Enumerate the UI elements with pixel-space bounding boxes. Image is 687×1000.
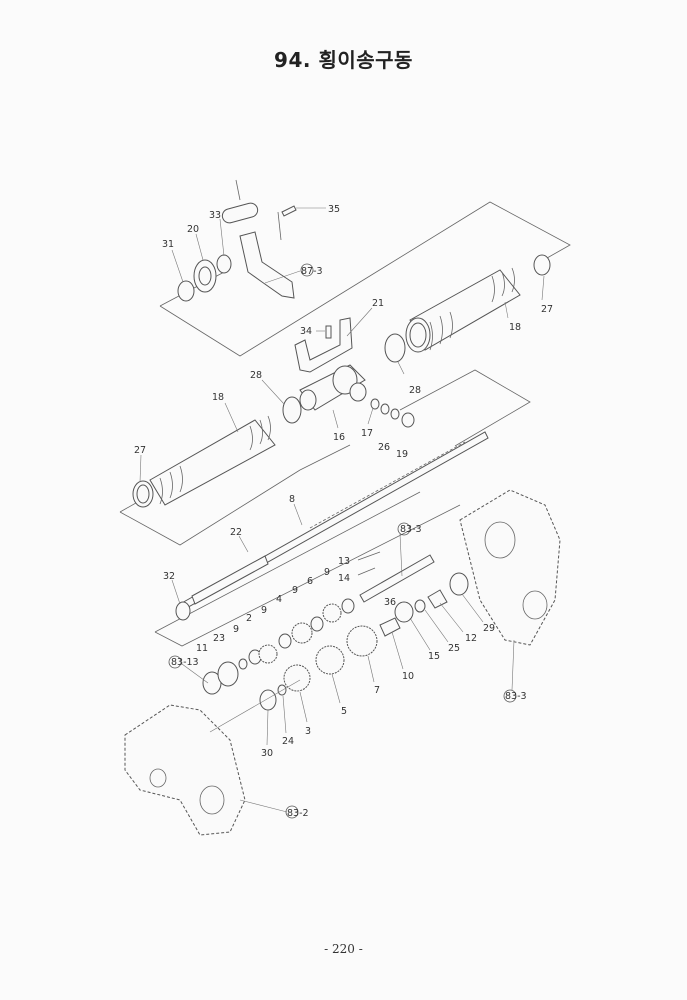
callout-13: 13	[338, 556, 350, 567]
bellows-boot-left	[132, 415, 276, 508]
callout-16: 16	[333, 432, 345, 443]
callout-34: 34	[300, 326, 312, 337]
callout-87-3: 87-3	[301, 266, 323, 277]
callout-8: 8	[289, 494, 295, 505]
callout-18: 18	[509, 322, 521, 333]
callout-83-3: 83-3	[400, 524, 422, 535]
callout-9: 9	[292, 585, 298, 596]
callout-36: 36	[384, 597, 396, 608]
callout-83-13: 83-13	[171, 657, 199, 668]
bellows-boot-right	[384, 254, 551, 363]
page-title: 94. 횡이송구동	[274, 48, 413, 72]
callout-32: 32	[163, 571, 175, 582]
callout-29: 29	[483, 623, 495, 634]
callout-2: 2	[246, 613, 252, 624]
callout-11: 11	[196, 643, 208, 654]
callout-27: 27	[541, 304, 553, 315]
callout-83-3: 83-3	[505, 691, 527, 702]
callout-17: 17	[361, 428, 373, 439]
callout-6: 6	[307, 576, 313, 587]
callout-27: 27	[134, 445, 146, 456]
callout-23: 23	[213, 633, 225, 644]
bracket-assembly	[177, 179, 314, 302]
callout-9: 9	[233, 624, 239, 635]
lead-screw-shaft	[175, 431, 489, 621]
reference-circles	[168, 522, 517, 819]
callout-14: 14	[338, 573, 350, 584]
callout-28: 28	[250, 370, 262, 381]
callout-12: 12	[465, 633, 477, 644]
callout-15: 15	[428, 651, 440, 662]
page-number: - 220 -	[324, 942, 363, 956]
yoke-and-housing	[282, 317, 415, 428]
callout-9: 9	[324, 567, 330, 578]
callout-10: 10	[402, 671, 414, 682]
callout-20: 20	[187, 224, 199, 235]
gear-train	[202, 551, 469, 711]
callout-30: 30	[261, 748, 273, 759]
callout-3: 3	[305, 726, 311, 737]
callout-33: 33	[209, 210, 221, 221]
part-number-labels: 35 33 20 31 87-3 27 18 21 34 28 18 28 16…	[134, 204, 553, 819]
leader-lines	[139, 207, 545, 813]
callout-18: 18	[212, 392, 224, 403]
callout-19: 19	[396, 449, 408, 460]
callout-25: 25	[448, 643, 460, 654]
callout-24: 24	[282, 736, 294, 747]
callout-22: 22	[230, 527, 242, 538]
callout-4: 4	[276, 594, 282, 605]
callout-5: 5	[341, 706, 347, 717]
callout-26: 26	[378, 442, 390, 453]
callout-28: 28	[409, 385, 421, 396]
callout-83-2: 83-2	[287, 808, 309, 819]
callout-7: 7	[374, 685, 380, 696]
gearbox-housings	[124, 489, 561, 836]
callout-35: 35	[328, 204, 340, 215]
callout-9: 9	[261, 605, 267, 616]
callout-31: 31	[162, 239, 174, 250]
callout-21: 21	[372, 298, 384, 309]
